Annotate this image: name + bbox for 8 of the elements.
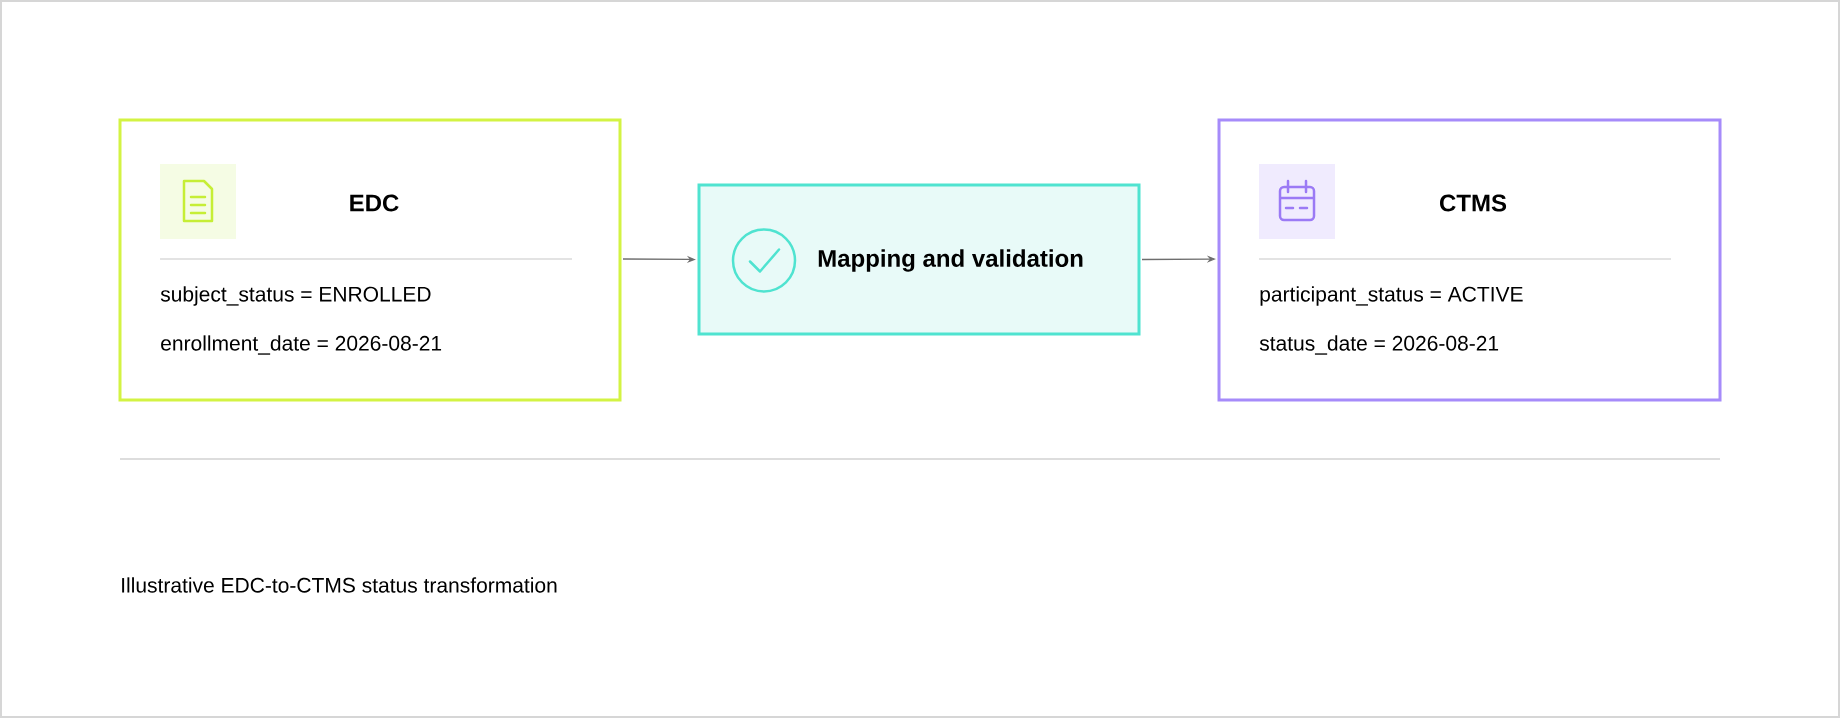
field-text: participant_status = ACTIVE [1260,286,1523,306]
card-title: CTMS [1440,194,1507,212]
field-text: status_date = 2026-08-21 [1259,335,1499,355]
field-text: subject_status = ENROLLED [160,286,431,306]
caption: Illustrative EDC-to-CTMS status transformation [122,577,557,593]
field-text: enrollment_date = 2026-08-21 [161,335,442,355]
process-label: Mapping and validation [818,249,1083,272]
card-title: EDC [350,194,399,212]
